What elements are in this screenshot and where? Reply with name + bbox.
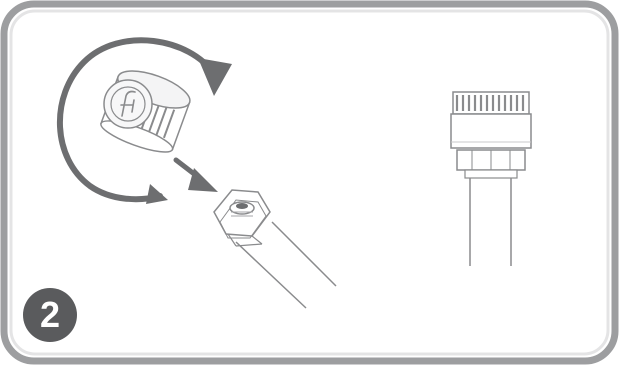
rotate-arrow-icon [56, 37, 232, 204]
valve-stem-diagonal [235, 221, 337, 309]
diagonal-down-arrow-icon [173, 157, 218, 192]
cap-logo-icon [103, 79, 153, 129]
installed-cap [450, 91, 532, 149]
frame-inner-border [9, 9, 610, 356]
installed-valve-stem [469, 178, 512, 266]
installed-hex-nut [456, 149, 526, 179]
valve-hex-nut [213, 189, 271, 247]
step-number-badge: 2 [23, 288, 77, 342]
